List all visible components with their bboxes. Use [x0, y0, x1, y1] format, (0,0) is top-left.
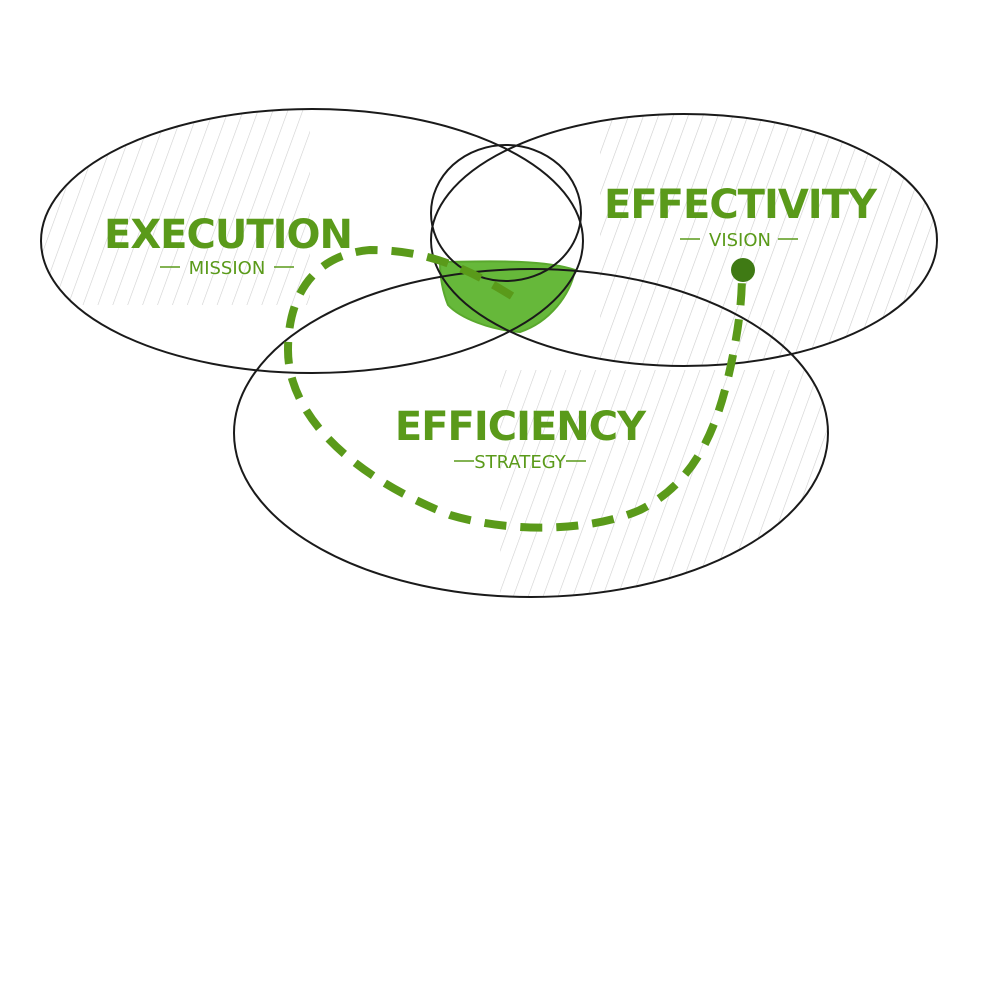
label-effectivity-subtitle-group: VISION	[680, 230, 798, 251]
label-efficiency-subtitle-group: STRATEGY	[454, 452, 586, 473]
label-effectivity-subtitle: VISION	[709, 230, 771, 251]
label-execution-subtitle: MISSION	[189, 258, 266, 279]
label-execution-title: EXECUTION	[104, 212, 352, 258]
hatch-execution	[41, 109, 310, 305]
label-efficiency-subtitle: STRATEGY	[474, 452, 567, 473]
label-effectivity-title: EFFECTIVITY	[604, 182, 878, 228]
path-end-dot	[731, 258, 755, 282]
circle-efficiency	[233, 268, 829, 598]
label-efficiency-title: EFFICIENCY	[395, 404, 647, 450]
circle-small-top	[430, 144, 582, 282]
label-execution-subtitle-group: MISSION	[160, 258, 294, 279]
circle-effectivity	[430, 113, 938, 367]
dashed-flow-path	[283, 245, 746, 532]
circle-execution	[40, 108, 584, 374]
